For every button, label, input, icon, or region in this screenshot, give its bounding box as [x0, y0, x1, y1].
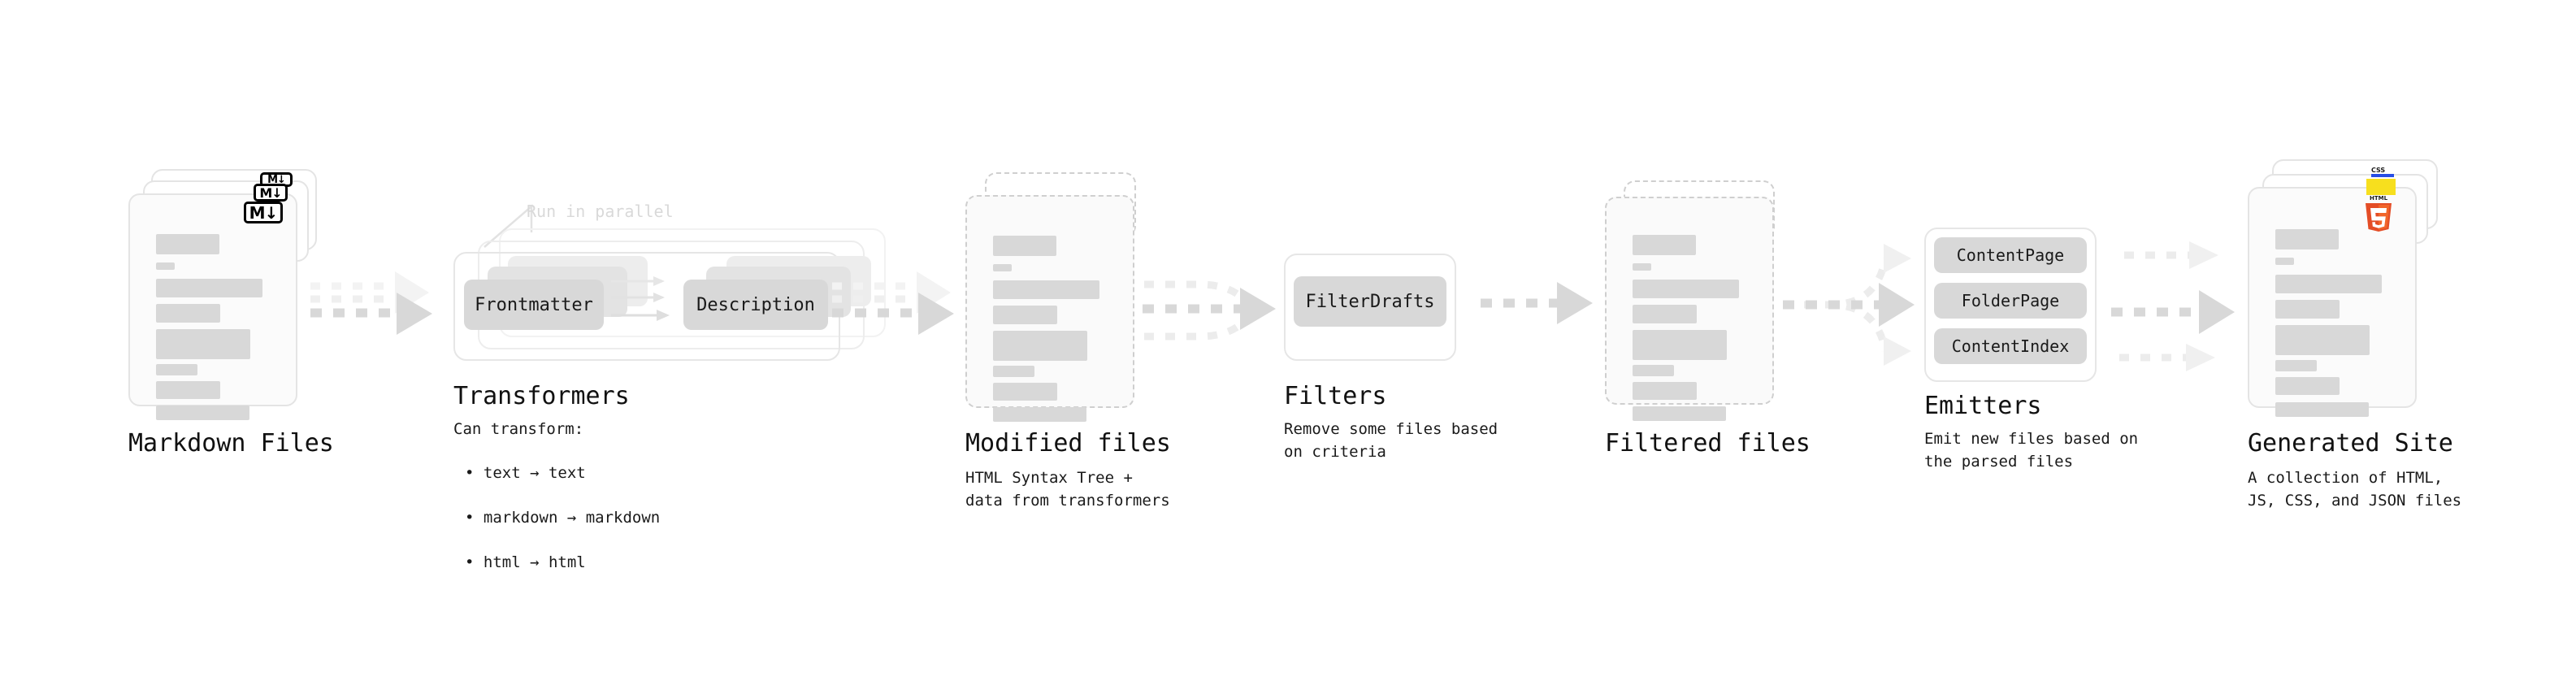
frontmatter-pill[interactable]: Frontmatter: [464, 280, 604, 330]
emitters-title: Emitters: [1924, 392, 2042, 420]
markdown-icon-mid: M↓: [254, 184, 288, 202]
generated-site-title: Generated Site: [2248, 429, 2453, 458]
markdown-icon: M↓: [244, 202, 283, 223]
html5-icon: HTML: [2366, 195, 2392, 232]
parallel-leader-line: [484, 204, 533, 248]
filters-group: [1284, 254, 1456, 361]
svg-text:CSS: CSS: [2371, 167, 2385, 174]
filtered-card-front: [1605, 197, 1774, 421]
filters-title: Filters: [1284, 382, 1387, 410]
transformers-subtitle: Can transform:: [453, 420, 584, 438]
transformers-bullet-2: • html → html: [465, 553, 586, 571]
contentindex-pill[interactable]: ContentIndex: [1934, 328, 2087, 364]
js-icon: [2366, 179, 2396, 195]
modified-files-subtitle: HTML Syntax Tree + data from transformer…: [965, 469, 1170, 510]
modified-files-title: Modified files: [965, 429, 1171, 458]
filters-subtitle: Remove some files based on criteria: [1284, 420, 1498, 461]
description-pill[interactable]: Description: [683, 280, 828, 330]
generated-site-subtitle: A collection of HTML, JS, CSS, and JSON …: [2248, 469, 2462, 510]
markdown-files-title: Markdown Files: [128, 429, 334, 458]
modified-card-front: [965, 195, 1134, 422]
transformers-bullet-1: • markdown → markdown: [465, 508, 661, 527]
filtered-files-title: Filtered files: [1605, 429, 1811, 458]
transformers-title: Transformers: [453, 382, 630, 410]
markdown-card-front: [128, 193, 297, 420]
folderpage-pill[interactable]: FolderPage: [1934, 283, 2087, 319]
emitters-group: [1924, 228, 2097, 382]
transformers-bullets: • text → text • markdown → markdown • ht…: [465, 440, 660, 596]
transformer-inner-arrows: [611, 276, 670, 321]
arrow-filtered-to-emitters: [1783, 244, 1915, 366]
arrow-modified-to-filters: [1143, 280, 1276, 340]
arrow-filters-to-filtered: [1481, 282, 1593, 324]
emitters-subtitle: Emit new files based on the parsed files: [1924, 430, 2139, 471]
arrow-emitters-to-site: [2111, 241, 2235, 371]
filterdrafts-pill[interactable]: FilterDrafts: [1294, 276, 1446, 327]
run-in-parallel-label: Run in parallel: [527, 202, 674, 221]
transformers-bullet-0: • text → text: [465, 463, 586, 482]
css-icon: CSS: [2371, 167, 2394, 177]
contentpage-pill[interactable]: ContentPage: [1934, 237, 2087, 273]
svg-text:HTML: HTML: [2370, 195, 2388, 202]
arrow-markdown-to-transformers: [310, 271, 432, 335]
arrow-transformers-to-modified: [832, 271, 954, 335]
